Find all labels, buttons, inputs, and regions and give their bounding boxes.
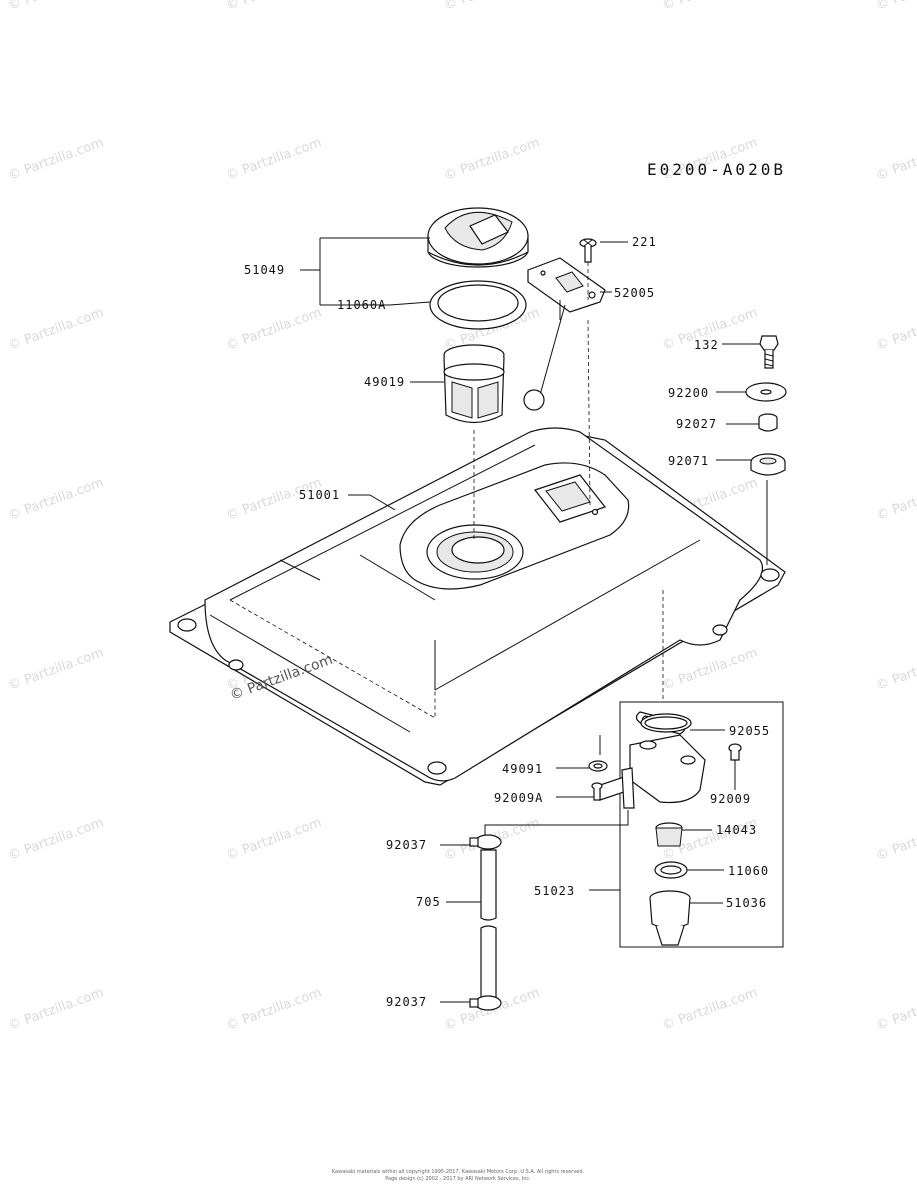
watermark-tile: © Partzilla.com [224, 0, 323, 14]
part-label-11060a[interactable]: 11060A [337, 298, 386, 312]
part-label-221[interactable]: 221 [632, 235, 657, 249]
watermark-tile: © Partzilla.com [660, 985, 759, 1033]
part-label-92009a[interactable]: 92009A [494, 791, 543, 805]
cap-gasket-drawing [429, 280, 527, 330]
part-label-51049[interactable]: 51049 [244, 263, 285, 277]
cup-51036-drawing [649, 890, 691, 946]
footer-design: Page design (c) 2002 - 2017 by ARI Netwo… [385, 1176, 531, 1182]
watermark-tile: © Partzilla.com [874, 985, 917, 1033]
part-label-92055[interactable]: 92055 [729, 724, 770, 738]
part-label-51001[interactable]: 51001 [299, 488, 340, 502]
strainer-drawing [443, 344, 505, 424]
part-label-52005[interactable]: 52005 [614, 286, 655, 300]
screw-92009-drawing [728, 743, 742, 761]
part-label-51023[interactable]: 51023 [534, 884, 575, 898]
part-label-92037-upper[interactable]: 92037 [386, 838, 427, 852]
watermark-tile: © Partzilla.com [874, 815, 917, 863]
watermark-tile: © Partzilla.com [6, 815, 105, 863]
fuel-gauge-drawing [523, 257, 606, 411]
watermark-tile: © Partzilla.com [874, 645, 917, 693]
watermark-tile: © Partzilla.com [224, 815, 323, 863]
watermark-tile: © Partzilla.com [442, 0, 541, 14]
part-label-49019[interactable]: 49019 [364, 375, 405, 389]
watermark-tile: © Partzilla.com [660, 0, 759, 14]
part-label-92071[interactable]: 92071 [668, 454, 709, 468]
watermark-tile: © Partzilla.com [6, 645, 105, 693]
gasket-11060-drawing [654, 861, 688, 879]
watermark-tile: © Partzilla.com [224, 135, 323, 183]
watermark-tile: © Partzilla.com [6, 305, 105, 353]
fuel-cap-drawing [427, 207, 529, 268]
watermark-tile: © Partzilla.com [874, 475, 917, 523]
leader-lines [300, 237, 760, 1003]
part-label-49091[interactable]: 49091 [502, 762, 543, 776]
part-labels: 51049 11060A 221 52005 49019 132 92200 9… [244, 235, 770, 1009]
washer-49091-drawing [588, 760, 608, 772]
bolt-132-drawing [759, 335, 779, 369]
hose-705-drawing [480, 849, 497, 1001]
part-label-92037-lower[interactable]: 92037 [386, 995, 427, 1009]
clamp-lower-drawing [469, 995, 502, 1011]
watermark-tile: © Partzilla.com [6, 985, 105, 1033]
part-label-92200[interactable]: 92200 [668, 386, 709, 400]
footer-copyright: Kawasaki materials within all copyright … [332, 1169, 585, 1175]
part-label-132[interactable]: 132 [694, 338, 719, 352]
part-label-51036[interactable]: 51036 [726, 896, 767, 910]
part-label-92009[interactable]: 92009 [710, 792, 751, 806]
part-label-11060[interactable]: 11060 [728, 864, 769, 878]
oring-92055-drawing [640, 713, 692, 733]
filter-14043-drawing [655, 822, 683, 847]
watermark-tile: © Partzilla.com [6, 475, 105, 523]
watermark-tile: © Partzilla.com [874, 135, 917, 183]
part-label-14043[interactable]: 14043 [716, 823, 757, 837]
part-label-92027[interactable]: 92027 [676, 417, 717, 431]
screw-221-drawing [579, 238, 597, 263]
part-label-705[interactable]: 705 [416, 895, 441, 909]
grommet-92071-drawing [750, 453, 786, 476]
watermark-tile: © Partzilla.com [224, 985, 323, 1033]
fuel-cock-assembly-box [619, 701, 784, 948]
screw-92009a-drawing [591, 782, 603, 801]
watermark-tile: © Partzilla.com [442, 135, 541, 183]
watermark-tile: © Partzilla.com [6, 135, 105, 183]
watermark-tile: © Partzilla.com [6, 0, 105, 14]
fuel-tank-drawing [169, 427, 786, 786]
assembly-guides [473, 262, 768, 755]
collar-92027-drawing [758, 413, 778, 432]
watermark-tile: © Partzilla.com [874, 0, 917, 14]
watermark-tile: © Partzilla.com [874, 305, 917, 353]
diagram-code: E0200-A020B [647, 160, 786, 179]
clamp-upper-drawing [469, 834, 502, 850]
washer-92200-drawing [745, 382, 787, 402]
watermark-tile: © Partzilla.com [224, 305, 323, 353]
watermark-tile: © Partzilla.com [660, 645, 759, 693]
